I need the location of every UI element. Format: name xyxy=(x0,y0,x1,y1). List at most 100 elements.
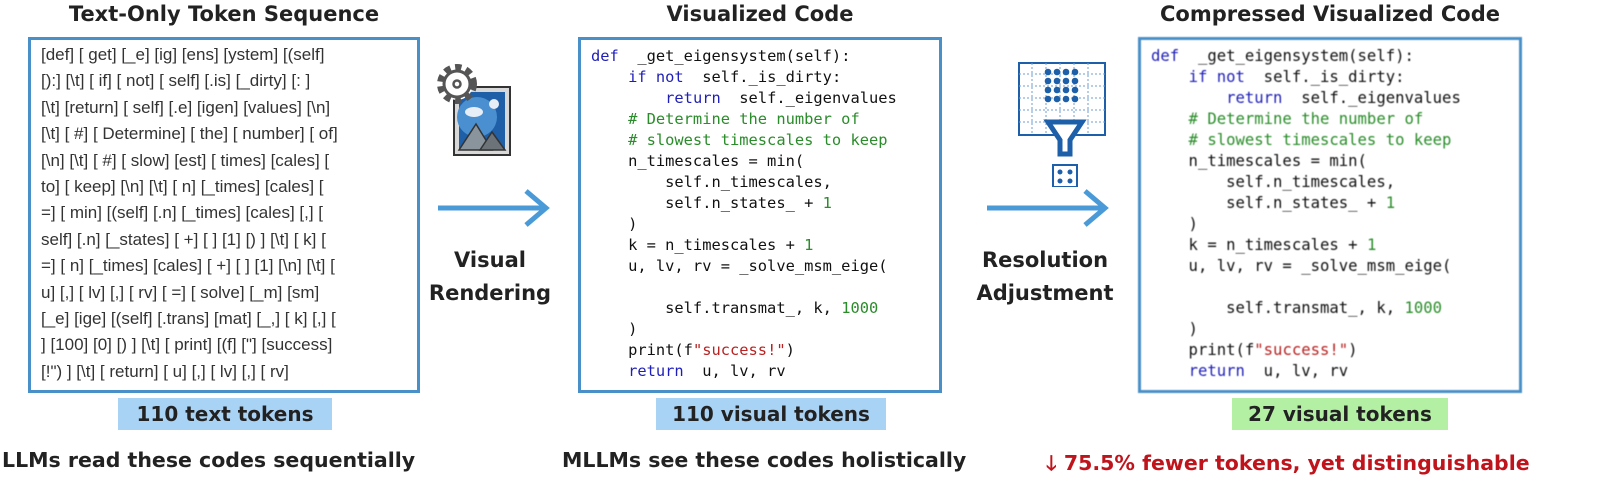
code-token xyxy=(591,89,665,107)
code-token: u, lv, rv = _solve_msm_eige( xyxy=(1151,257,1452,275)
code-token: # Determine the number of xyxy=(591,110,860,128)
code-token: def xyxy=(591,47,619,65)
pixel-dot xyxy=(1071,68,1079,76)
pixel-dot xyxy=(1053,86,1061,94)
code-line: def _get_eigensystem(self): xyxy=(1151,46,1509,67)
code-token: self.n_states_ + xyxy=(1151,194,1386,212)
code-line: ) xyxy=(1151,214,1509,235)
code-token: self._eigenvalues xyxy=(720,89,897,107)
code-line: print(f"success!") xyxy=(1151,340,1509,361)
step-label-line: Adjustment xyxy=(976,281,1114,305)
code-token: "success!" xyxy=(1254,341,1349,359)
code-token: self.n_states_ + xyxy=(591,194,823,212)
code-token: if not xyxy=(1188,68,1245,86)
code-line: self.transmat_, k, 1000 xyxy=(1151,298,1509,319)
code-token: print(f xyxy=(591,341,693,359)
code-token: "success!" xyxy=(692,341,786,359)
code-line: # slowest timescales to keep xyxy=(1151,130,1509,151)
code-line: def _get_eigensystem(self): xyxy=(591,46,929,67)
token-line: u] [,] [ lv] [,] [ rv] [ =] [ solve] [_m… xyxy=(41,282,320,302)
token-line: [\t] [ #] [ Determine] [ the] [ number] … xyxy=(41,124,338,144)
token-line: [def] [ get] [_e] [ig] [ens] [ystem] [(s… xyxy=(41,45,325,64)
step-label-line: Rendering xyxy=(428,281,552,305)
pixel-dot xyxy=(1071,86,1079,94)
title-text-only: Text-Only Token Sequence xyxy=(68,2,380,26)
code-line: self.transmat_, k, 1000 xyxy=(591,298,929,319)
code-token: return xyxy=(628,362,684,380)
pixel-dot xyxy=(1044,86,1052,94)
code-line: # slowest timescales to keep xyxy=(591,130,929,151)
step-label-line: Resolution xyxy=(981,248,1109,272)
code-token xyxy=(1151,68,1189,86)
code-line: u, lv, rv = _solve_msm_eige( xyxy=(591,256,929,277)
pixel-dot xyxy=(1062,95,1070,103)
code-token: self._eigenvalues xyxy=(1282,89,1461,107)
code-line: self.n_states_ + 1 xyxy=(1151,193,1509,214)
title-visualized: Visualized Code xyxy=(666,2,854,26)
pixel-dot xyxy=(1044,68,1052,76)
code-token: self.transmat_, k, xyxy=(591,299,842,317)
token-line: [\n] [\t] [ #] [ slow] [est] [ times] [c… xyxy=(41,150,330,170)
code-token: u, lv, rv xyxy=(1244,362,1349,380)
code-line xyxy=(1151,277,1509,298)
code-token: 1 xyxy=(1366,236,1377,254)
code-token: u, lv, rv xyxy=(683,362,786,380)
code-line: n_timescales = min( xyxy=(591,151,929,172)
code-line: ) xyxy=(591,319,929,340)
code-token: ) xyxy=(1348,341,1358,359)
code-token xyxy=(591,362,628,380)
reduction-caption-text: 75.5% fewer tokens, yet distinguishable xyxy=(1063,451,1530,475)
code-token: ) xyxy=(591,320,638,338)
code-token: # slowest timescales to keep xyxy=(1151,131,1452,149)
code-token: u, lv, rv = _solve_msm_eige( xyxy=(591,257,888,275)
resolution-filter-icon xyxy=(1018,62,1106,187)
code-token: if not xyxy=(628,68,684,86)
code-token: # Determine the number of xyxy=(1151,110,1424,128)
visual-token-count-badge: 110 visual tokens xyxy=(656,398,886,430)
code-line: self.n_timescales, xyxy=(591,172,929,193)
code-token: def xyxy=(1151,47,1180,65)
code-line: return self._eigenvalues xyxy=(591,88,929,109)
code-line: n_timescales = min( xyxy=(1151,151,1509,172)
code-line: k = n_timescales + 1 xyxy=(1151,235,1509,256)
code-token: 1000 xyxy=(1404,299,1443,317)
code-token: 1 xyxy=(804,236,814,254)
code-line: u, lv, rv = _solve_msm_eige( xyxy=(1151,256,1509,277)
token-line: =] [ min] [(self] [.n] [_times] [cales] … xyxy=(41,203,324,223)
reduction-caption: 🡓 75.5% fewer tokens, yet distinguishabl… xyxy=(1046,448,1530,483)
code-line: # Determine the number of xyxy=(1151,109,1509,130)
code-token: ) xyxy=(591,215,638,233)
code-line: print(f"success!") xyxy=(591,340,929,361)
pixel-dot xyxy=(1053,95,1061,103)
code-token: ) xyxy=(785,341,795,359)
code-token: print(f xyxy=(1151,341,1255,359)
code-token xyxy=(1151,362,1189,380)
code-token: self._is_dirty: xyxy=(1244,68,1405,86)
code-token: 1000 xyxy=(841,299,879,317)
code-token: k = n_timescales + xyxy=(1151,236,1367,254)
compressed-token-count-badge: 27 visual tokens xyxy=(1232,398,1448,430)
visualized-code-box: def _get_eigensystem(self): if not self.… xyxy=(578,37,942,393)
image-render-icon xyxy=(437,64,511,156)
code-token: _get_eigensystem(self): xyxy=(618,47,851,65)
title-compressed: Compressed Visualized Code xyxy=(1160,2,1500,26)
code-token: n_timescales = min( xyxy=(591,152,805,170)
token-line: =] [ n] [_times] [cales] [ +] [ ] [1] [\… xyxy=(41,256,335,276)
code-token: k = n_timescales + xyxy=(591,236,805,254)
code-token xyxy=(1151,89,1226,107)
token-line: self] [.n] [_states] [ +] [ ] [1] [) ] [… xyxy=(41,229,326,249)
code-line: return self._eigenvalues xyxy=(1151,88,1509,109)
pixel-dot xyxy=(1062,68,1070,76)
text-token-count-badge: 110 text tokens xyxy=(118,398,332,430)
code-token: return xyxy=(1188,362,1245,380)
code-token: _get_eigensystem(self): xyxy=(1179,47,1414,65)
code-line xyxy=(591,277,929,298)
down-arrow-icon: 🡓 xyxy=(1046,451,1057,475)
pixel-dot xyxy=(1062,77,1070,85)
pixel-dot xyxy=(1044,77,1052,85)
code-token: ) xyxy=(1151,215,1198,233)
code-line: ) xyxy=(1151,319,1509,340)
pixel-dot xyxy=(1071,77,1079,85)
